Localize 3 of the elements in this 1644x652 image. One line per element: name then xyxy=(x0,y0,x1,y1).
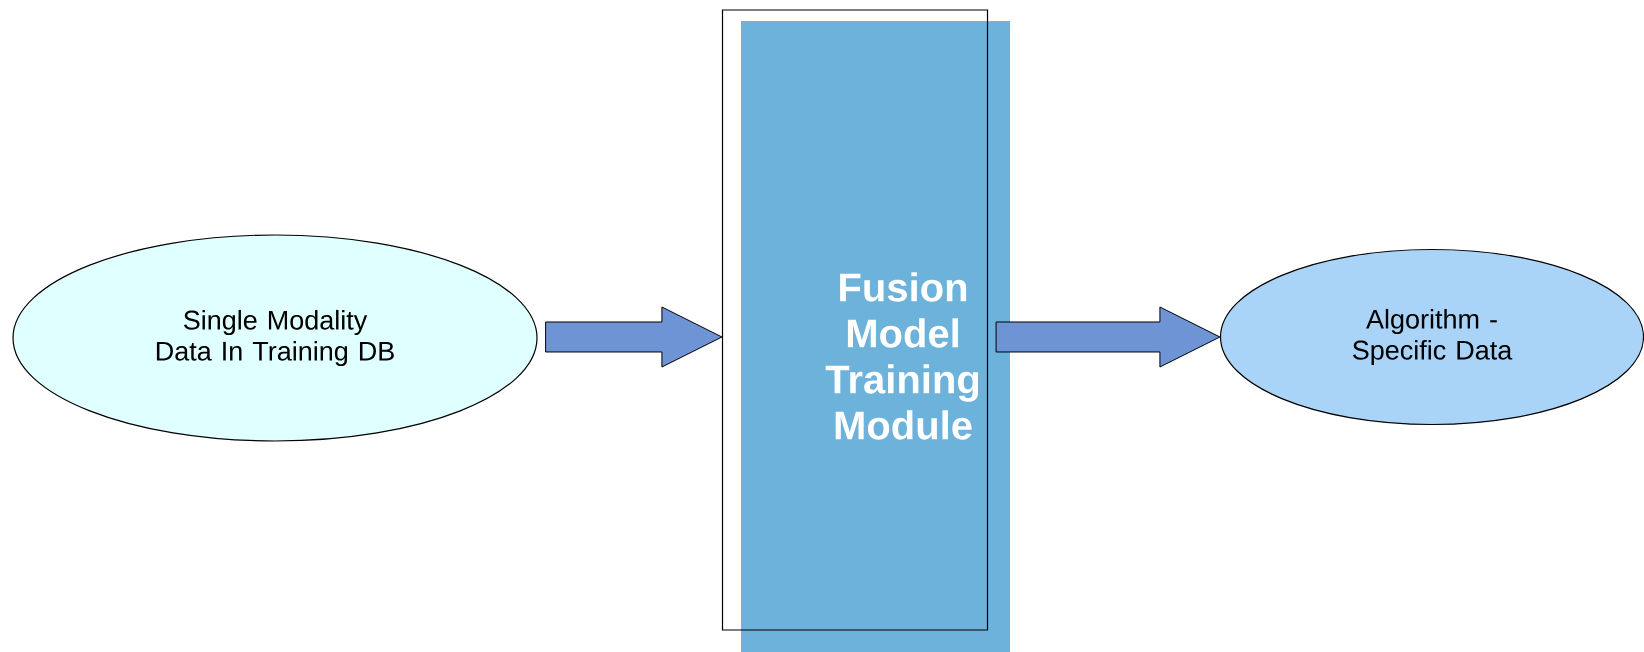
block-arrow xyxy=(995,306,1221,368)
module-box: Fusion Model Training Module xyxy=(721,9,1010,652)
block-arrow xyxy=(545,306,723,368)
